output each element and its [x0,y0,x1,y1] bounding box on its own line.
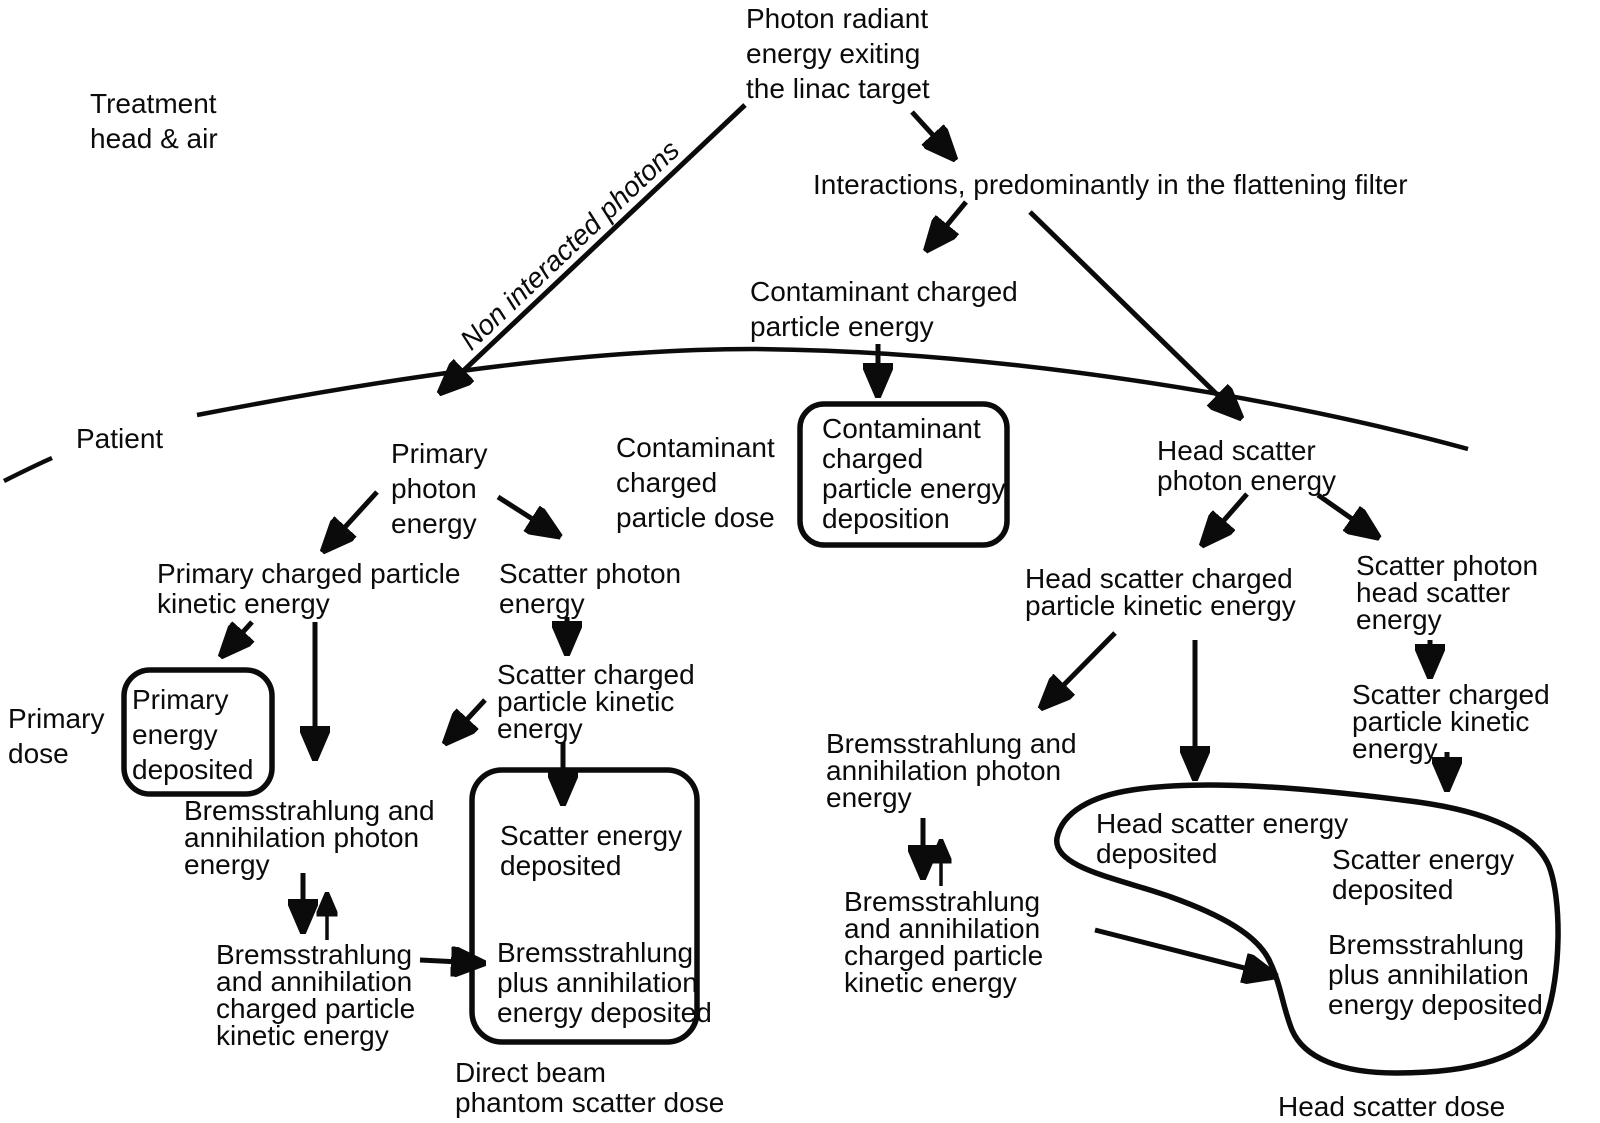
scatter-photon-head-scatter-node: Scatter photon head scatter energy [1356,550,1539,635]
scatter-energy-deposited-right-text: Scatter energy deposited [1332,844,1515,905]
photon-radiant-node: Photon radiant energy exiting the linac … [746,3,930,104]
arrow-charged-to-primary-box [224,620,252,653]
brems-photon-right-node: Bremsstrahlung and annihilation photon e… [826,728,1077,813]
arrow-hs-photon-to-charged [1205,492,1249,542]
arrow-primary-to-charged [326,490,379,548]
brems-charged-right-node: Bremsstrahlung and annihilation charged … [844,886,1044,998]
primary-photon-node: Primary photon energy [391,438,488,539]
arrow-hs-charged-to-brems-right [1044,631,1117,705]
arrow-brems-charged-into-blob [1094,927,1272,975]
primary-energy-deposited-box [121,667,275,797]
head-scatter-charged-node: Head scatter charged particle kinetic en… [1025,563,1296,621]
brems-charged-left-node: Bremsstrahlung and annihilation charged … [216,939,416,1051]
contaminant-deposition-box [797,401,1010,548]
interactions-node: Interactions, predominantly in the flatt… [813,169,1408,200]
primary-dose-label: Primary dose [8,703,105,769]
arrow-target-to-interactions [910,110,952,156]
scatter-energy-deposited-left-text: Scatter energy deposited [500,820,683,881]
contaminant-dose-label: Contaminant charged particle dose [616,432,775,533]
brems-deposited-right-text: Bremsstrahlung plus annihilation energy … [1328,929,1543,1020]
head-scatter-dose-blob [1054,782,1561,1076]
arrow-non-interacted-photons [443,103,747,390]
scatter-charged-right-node: Scatter charged particle kinetic energy [1352,679,1550,764]
contaminant-box-text: Contaminant charged particle energy depo… [822,413,1006,534]
scatter-charged-left-node: Scatter charged particle kinetic energy [497,659,695,744]
head-scatter-energy-deposited-text: Head scatter energy deposited [1096,808,1349,869]
arrow-brems-charged-into-box [419,960,480,963]
arrow-scatter-charged-to-brems-left [448,698,487,740]
arrow-interactions-to-contaminant [929,200,968,247]
contaminant-energy-node: Contaminant charged particle energy [750,276,1018,342]
head-scatter-photon-node: Head scatter photon energy [1157,435,1337,496]
arrow-interactions-to-head-scatter [1028,210,1238,415]
head-scatter-dose-label: Head scatter dose [1278,1091,1506,1122]
treatment-head-air-label: Treatment head & air [90,88,218,154]
patient-surface-curve-left-segment [2,455,53,484]
patient-surface-curve [196,346,1469,452]
primary-box-text: Primary energy deposited [132,684,254,785]
primary-charged-node: Primary charged particle kinetic energy [157,558,461,619]
arrow-primary-to-scatter-photon [496,494,556,534]
brems-deposited-left-text: Bremsstrahlung plus annihilation energy … [497,937,712,1028]
direct-beam-phantom-scatter-box [469,767,700,1045]
patient-label: Patient [76,423,164,454]
arrow-hs-photon-to-scatter-photon [1316,492,1375,535]
brems-photon-left-node: Bremsstrahlung and annihilation photon e… [184,795,435,880]
direct-beam-dose-label: Direct beam phantom scatter dose [455,1057,725,1118]
scatter-photon-node: Scatter photon energy [499,558,682,619]
